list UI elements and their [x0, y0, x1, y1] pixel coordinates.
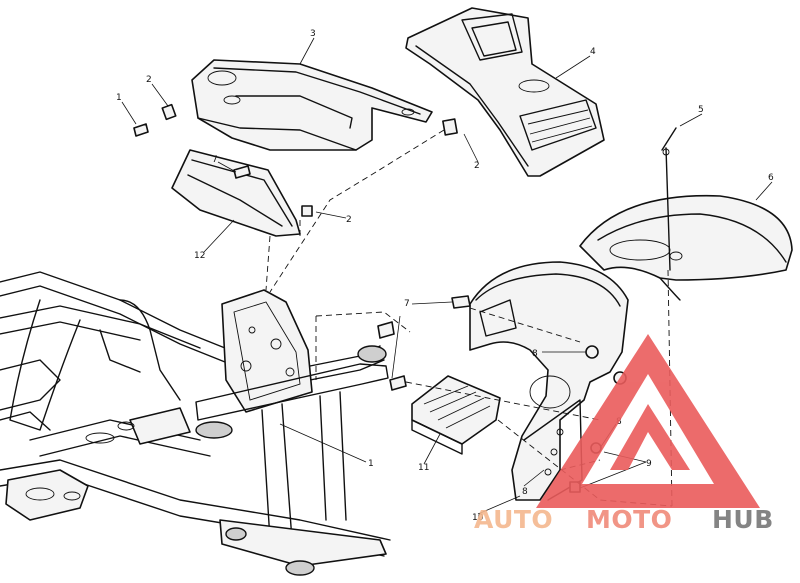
screw-top: [133, 123, 149, 137]
callout-9: 9: [646, 459, 652, 469]
callout-1-bottom: 1: [368, 459, 374, 469]
whip-antenna: [661, 127, 677, 271]
callout-5: 5: [698, 105, 704, 115]
washer-8a: [585, 345, 599, 359]
callout-10: 10: [472, 513, 484, 523]
side-fender: [469, 261, 629, 501]
callout-3: 3: [310, 29, 316, 39]
callout-6: 6: [768, 173, 774, 183]
callout-8-c: 8: [522, 487, 528, 497]
watermark-inner-mark: [610, 404, 690, 470]
clip-nut-right: [301, 205, 313, 217]
callout-7-left: 7: [212, 155, 218, 165]
rear-fender: [579, 194, 793, 301]
callout-12: 12: [194, 251, 205, 261]
screw-left: [233, 165, 251, 179]
leader-lines: [121, 37, 773, 515]
clip-nut-mid: [442, 118, 458, 136]
footrest: [411, 375, 501, 455]
bracket-bolt: [377, 321, 395, 339]
automotohub-watermark: AUTO MOTO HUB: [474, 334, 774, 534]
callout-11: 11: [418, 463, 429, 473]
watermark-word-hub: HUB: [712, 505, 774, 534]
callout-2-right: 2: [346, 215, 352, 225]
front-cab-panel: [191, 59, 433, 151]
callout-7-right: 7: [404, 299, 410, 309]
callout-1-top: 1: [116, 93, 122, 103]
watermark-word-moto: MOTO: [586, 505, 672, 534]
watermark-triangle-logo: [536, 334, 760, 508]
callout-4: 4: [590, 47, 596, 57]
screw-right-upper: [451, 295, 471, 309]
rear-console-panel: [405, 7, 605, 177]
watermark-word-auto: AUTO: [474, 505, 553, 534]
screw-right-lower: [389, 375, 407, 391]
vehicle-frame: [0, 271, 391, 576]
callout-8-a: 8: [532, 349, 538, 359]
callout-2-mid: 2: [474, 161, 480, 171]
clip-nut-top: [161, 103, 177, 121]
callout-2-top: 2: [146, 75, 152, 85]
lower-front-panel: [171, 149, 301, 237]
